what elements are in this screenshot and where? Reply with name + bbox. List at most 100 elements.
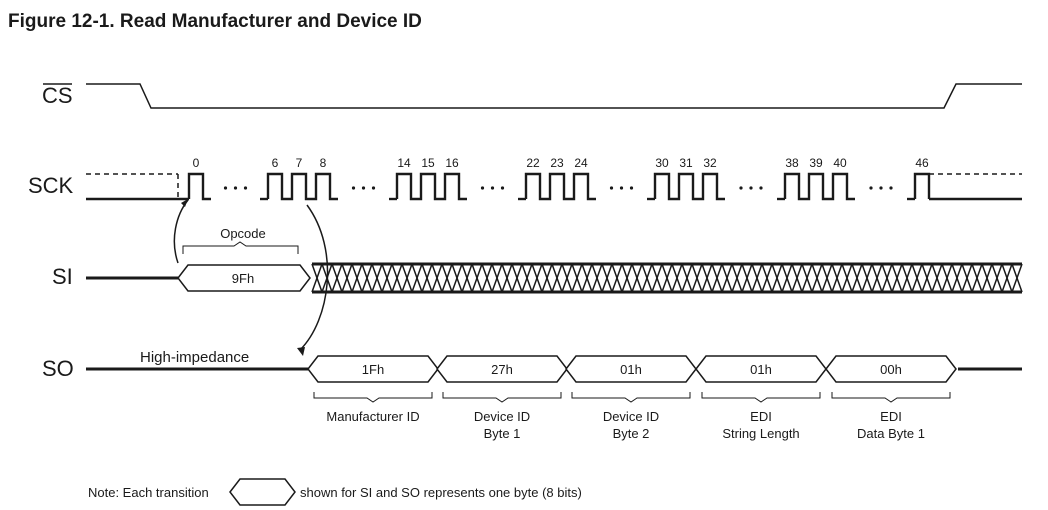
- hatch-line: [481, 263, 493, 293]
- hatch-line: [361, 263, 373, 293]
- hatch-line: [581, 263, 593, 293]
- hatch-line: [981, 263, 993, 293]
- clock-number-label: 15: [421, 156, 435, 170]
- hatch-line: [391, 263, 403, 293]
- hatch-line: [781, 263, 793, 293]
- so-byte-label-line1: EDI: [880, 409, 902, 424]
- hatch-line: [811, 263, 823, 293]
- sck-ellipsis-dot: [371, 186, 376, 190]
- clock-number-label: 24: [574, 156, 588, 170]
- sck-ellipsis-dot: [879, 186, 883, 190]
- hatch-line: [801, 263, 813, 293]
- hatch-line: [841, 263, 853, 293]
- hatch-line: [971, 263, 983, 293]
- si-opcode-value: 9Fh: [232, 271, 254, 286]
- clock-number-label: 22: [526, 156, 540, 170]
- clock7-arrowhead: [297, 347, 305, 356]
- hatch-line: [931, 263, 943, 293]
- hatch-line: [991, 263, 1003, 293]
- hatch-line: [871, 263, 883, 293]
- hatch-line: [701, 263, 713, 293]
- hatch-line: [1001, 263, 1013, 293]
- so-byte-label-line2: Byte 2: [613, 426, 650, 441]
- cs-label: CS: [42, 83, 73, 108]
- hatch-line: [371, 263, 383, 293]
- hatch-line: [431, 263, 443, 293]
- hatch-line: [851, 263, 863, 293]
- clock-number-label: 23: [550, 156, 564, 170]
- clock-number-label: 0: [193, 156, 200, 170]
- hatch-line: [571, 263, 583, 293]
- hatch-line: [511, 263, 523, 293]
- hatch-line: [491, 263, 503, 293]
- clock-number-label: 32: [703, 156, 717, 170]
- opcode-label: Opcode: [220, 226, 266, 241]
- hatch-line: [911, 263, 923, 293]
- hatch-line: [821, 263, 833, 293]
- so-byte-value: 00h: [880, 362, 902, 377]
- figure-title: Figure 12-1. Read Manufacturer and Devic…: [8, 11, 422, 32]
- so-byte-label-line2: Data Byte 1: [857, 426, 925, 441]
- hatch-line: [741, 263, 753, 293]
- sck-ellipsis-dot: [629, 186, 634, 190]
- hatch-line: [861, 263, 873, 293]
- clock-number-label: 6: [272, 156, 279, 170]
- hatch-line: [421, 263, 433, 293]
- so-byte-brace: [571, 392, 691, 403]
- sck-ellipsis-dot: [749, 186, 753, 190]
- hatch-line: [631, 263, 643, 293]
- so-byte-brace: [701, 392, 821, 403]
- hatch-line: [791, 263, 803, 293]
- hatch-line: [351, 263, 363, 293]
- hatch-line: [621, 263, 633, 293]
- sck-ellipsis-dot: [889, 186, 893, 190]
- sck-ellipsis-dot: [500, 186, 505, 190]
- sck-pulse-group: [395, 172, 467, 201]
- hatch-line: [601, 263, 613, 293]
- sck-pulse-group: [266, 172, 338, 201]
- si-dontcare-hatch: [311, 263, 1023, 293]
- sck-ellipsis-dot: [619, 186, 624, 190]
- sck-ellipsis-dot: [233, 186, 238, 190]
- si-opcode-byte: [177, 264, 311, 292]
- hatch-line: [731, 263, 743, 293]
- hatch-line: [661, 263, 673, 293]
- hatch-line: [521, 263, 533, 293]
- sck-ellipsis-dot: [869, 186, 873, 190]
- hatch-line: [401, 263, 413, 293]
- opcode-brace: [182, 241, 299, 254]
- sck-pulse-group: [187, 172, 211, 201]
- so-byte-label-line1: EDI: [750, 409, 772, 424]
- sck-pulse-group: [653, 172, 725, 201]
- hatch-line: [951, 263, 963, 293]
- hatch-line: [591, 263, 603, 293]
- sck-pulse-group: [913, 172, 931, 199]
- hatch-line: [531, 263, 543, 293]
- hatch-line: [501, 263, 513, 293]
- hatch-line: [651, 263, 663, 293]
- hatch-line: [831, 263, 843, 293]
- note-suffix: shown for SI and SO represents one byte …: [300, 485, 582, 500]
- hatch-line: [941, 263, 953, 293]
- so-byte-label-line2: String Length: [722, 426, 799, 441]
- clock-number-label: 38: [785, 156, 799, 170]
- clock-number-label: 46: [915, 156, 929, 170]
- sck-ellipsis-dot: [223, 186, 228, 190]
- sck-ellipsis-dot: [739, 186, 743, 190]
- sck-ellipsis-dot: [480, 186, 485, 190]
- so-high-impedance-label: High-impedance: [140, 349, 249, 366]
- si-label: SI: [52, 264, 73, 289]
- sck-ellipsis-dot: [361, 186, 366, 190]
- so-byte-value: 01h: [620, 362, 642, 377]
- clock-number-label: 30: [655, 156, 669, 170]
- hatch-line: [751, 263, 763, 293]
- so-byte-brace: [831, 392, 951, 403]
- hatch-line: [611, 263, 623, 293]
- clock-number-label: 8: [320, 156, 327, 170]
- so-byte-box: [825, 355, 957, 383]
- hatch-line: [331, 263, 343, 293]
- sck-pulse-group: [783, 172, 855, 201]
- clock-number-label: 40: [833, 156, 847, 170]
